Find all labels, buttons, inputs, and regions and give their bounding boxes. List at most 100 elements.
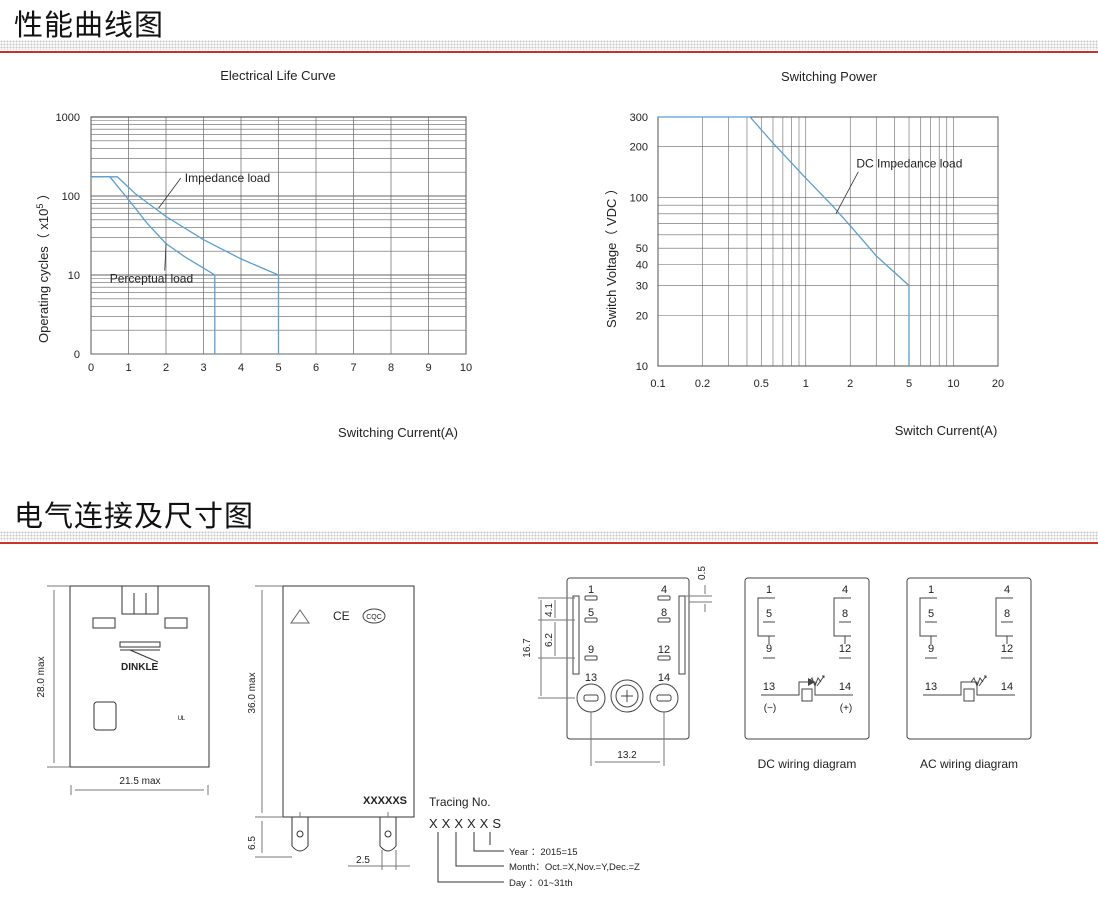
chart-title: Switching Power (781, 69, 878, 84)
x-tick-label: 7 (350, 362, 356, 374)
pin-label: 9 (588, 644, 594, 656)
section-divider-dots (0, 531, 1098, 541)
y-axis-label-close: ） (36, 187, 51, 204)
side-model-label: XXXXXS (363, 795, 407, 807)
x-tick-label: 9 (425, 362, 431, 374)
x-tick-label: 0.5 (754, 378, 769, 390)
x-tick-label: 0.1 (650, 378, 665, 390)
dim-13-2: 13.2 (617, 750, 637, 761)
annotation-leader (158, 177, 182, 209)
chart-title: Electrical Life Curve (220, 68, 336, 83)
dc-plus-label: (+) (840, 703, 853, 714)
x-tick-label: 0 (88, 362, 94, 374)
y-tick-label: 300 (630, 112, 648, 124)
wiring-pin-label: 8 (842, 608, 848, 620)
x-tick-label: 5 (275, 362, 281, 374)
wiring-pin-label: 12 (839, 643, 851, 655)
led-arrow (816, 675, 825, 687)
x-tick-label: 4 (238, 362, 244, 374)
wiring-pin-label: 1 (766, 584, 772, 596)
section-divider-line (0, 542, 1098, 544)
ac-wiring-caption: AC wiring diagram (920, 757, 1018, 771)
bottom-rail-left (572, 595, 580, 675)
tracing-title: Tracing No. (429, 795, 491, 809)
tracing-leaders (437, 832, 504, 883)
dc-wiring-caption: DC wiring diagram (758, 757, 857, 771)
front-slot (119, 641, 161, 648)
series-line (658, 116, 910, 366)
y-tick-label: 1000 (56, 112, 80, 124)
x-tick-label: 1 (125, 362, 131, 374)
section-divider-dots (0, 40, 1098, 50)
x-tick-label: 6 (313, 362, 319, 374)
wiring-pin-label: 4 (1004, 584, 1010, 596)
x-axis-label: Switch Current(A) (895, 423, 998, 438)
wiring-pin-label: 13 (925, 681, 937, 693)
bottom-pin-labels: 1 4 5 8 9 12 13 14 (585, 584, 670, 684)
contact-arm (757, 597, 765, 637)
series-line (91, 176, 280, 354)
chart-series (91, 176, 280, 354)
x-tick-label: 8 (388, 362, 394, 374)
x-tick-label: 10 (460, 362, 472, 374)
wiring-pin-label: 9 (928, 643, 934, 655)
tracing-code: XXXXXS (429, 816, 505, 831)
section-divider-line (0, 51, 1098, 53)
pin-label: 13 (585, 672, 597, 684)
y-tick-label: 200 (630, 142, 648, 154)
cqc-mark-icon (362, 608, 386, 624)
x-tick-label: 5 (906, 378, 912, 390)
front-width-dimension: 21.5 max (119, 776, 160, 787)
wiring-pin-label: 8 (1004, 608, 1010, 620)
wiring-pin-label: 14 (1001, 681, 1013, 693)
x-tick-label: 10 (947, 378, 959, 390)
resistor-symbol (808, 676, 822, 688)
front-lens (93, 701, 117, 731)
coil-symbol (801, 688, 813, 702)
y-axis-label: Operating cycles（ x105 ） (35, 187, 51, 343)
y-tick-label: 10 (68, 270, 80, 282)
pin-label: 12 (658, 644, 670, 656)
dim-16-7: 16.7 (522, 638, 533, 658)
pin-label: 14 (658, 672, 670, 684)
front-window-right (164, 617, 188, 629)
coil-pin-14-ring (649, 683, 679, 713)
y-tick-label: 100 (62, 191, 80, 203)
y-tick-label: 30 (636, 281, 648, 293)
front-latch (121, 585, 159, 615)
relay-side-view (255, 585, 415, 870)
x-axis-label: Switching Current(A) (338, 425, 458, 440)
brand-logo-text: DINKLE (121, 662, 159, 673)
coil-lead (941, 681, 971, 696)
side-outline (282, 585, 415, 818)
wiring-pin-label: 9 (766, 643, 772, 655)
ce-mark-icon: CE (333, 609, 350, 623)
pin-label: 8 (661, 607, 667, 619)
y-tick-label: 100 (630, 192, 648, 204)
tracing-year: Year ：2015=15 (509, 847, 578, 858)
pin-label: 4 (661, 584, 667, 596)
pin-length-dimension: 6.5 (247, 836, 258, 850)
annotation-leader (164, 243, 167, 271)
cqc-mark-text: CQC (366, 614, 382, 621)
pin-label: 1 (588, 584, 594, 596)
x-tick-label: 20 (992, 378, 1004, 390)
wiring-pin-label: 12 (1001, 643, 1013, 655)
annotation-label: Perceptual load (110, 272, 193, 286)
x-tick-label: 0.2 (695, 378, 710, 390)
y-axis-label: Switch Voltage（ VDC ） (604, 182, 619, 328)
y-tick-label: 20 (636, 310, 648, 322)
dim-6-2: 6.2 (544, 633, 555, 647)
ul-mark-icon: ᵁᴸ (178, 714, 185, 724)
wiring-pin-label: 13 (763, 681, 775, 693)
pin-label: 5 (588, 607, 594, 619)
wiring-section-title: 电气连接及尺寸图 (14, 499, 255, 533)
dc-minus-label: (−) (764, 703, 777, 714)
annotation-leader (835, 171, 859, 214)
contact-arm (995, 597, 1003, 637)
